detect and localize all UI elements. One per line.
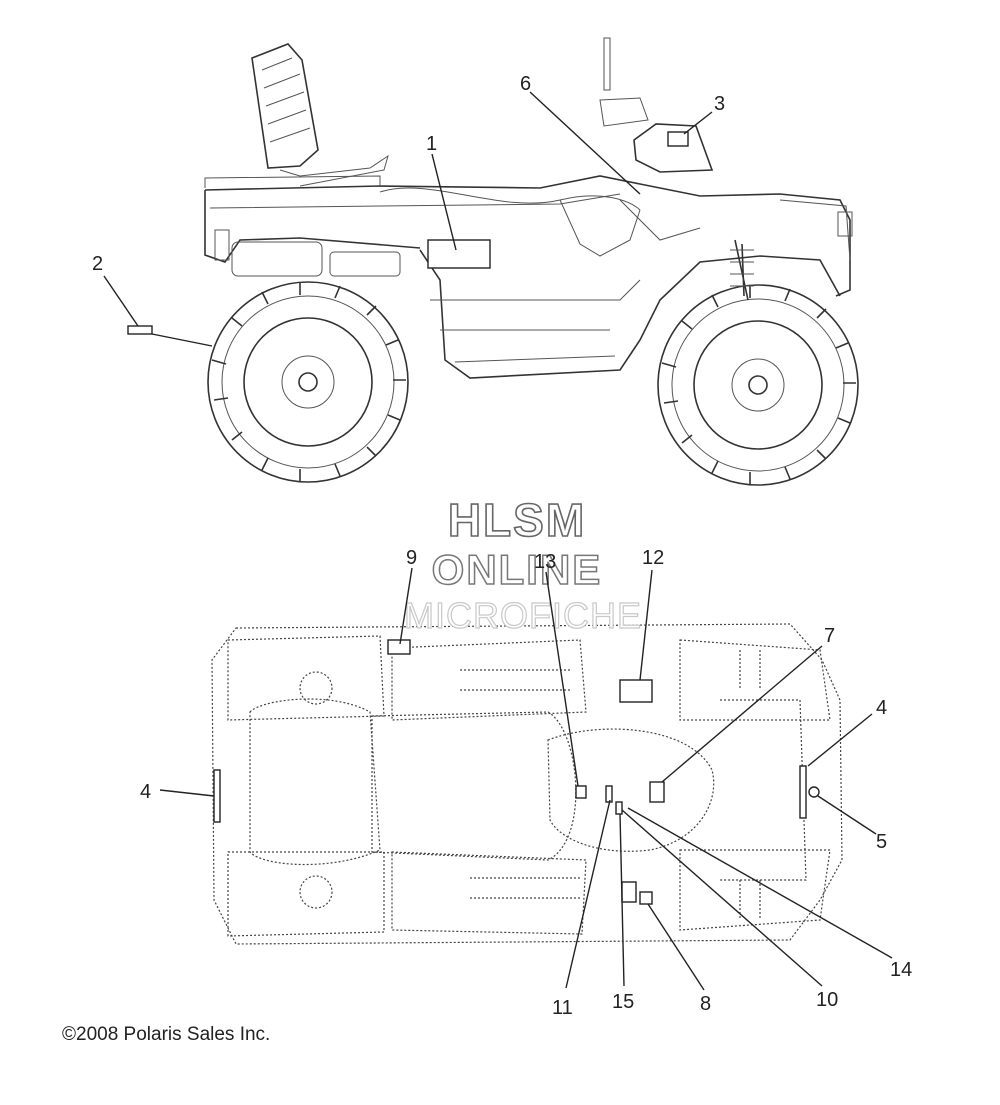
decal-3-pod — [667, 131, 689, 147]
callout-labels: 1 2 3 4 4 5 6 7 8 9 10 11 12 13 14 15 — [92, 73, 912, 1019]
callout-2: 2 — [92, 253, 103, 275]
decal-12 — [619, 679, 653, 703]
callout-4-right: 4 — [876, 697, 887, 719]
callout-11: 11 — [552, 997, 573, 1019]
watermark-line-2: ONLINE — [432, 546, 603, 593]
decal-13 — [575, 785, 587, 799]
watermark-line-3: MICROFICHE — [404, 595, 642, 636]
callout-1: 1 — [426, 133, 437, 155]
callout-10: 10 — [816, 989, 838, 1011]
atv-top-view — [211, 623, 843, 945]
callout-4-left: 4 — [140, 781, 151, 803]
decal-4-front — [799, 765, 807, 819]
decal-2 — [127, 325, 153, 335]
callout-7: 7 — [824, 625, 835, 647]
front-wheel — [657, 284, 859, 486]
decal-5 — [808, 786, 820, 798]
callout-12: 12 — [642, 547, 664, 569]
decal-1-side — [427, 239, 491, 269]
callout-8: 8 — [700, 993, 711, 1015]
copyright-notice: ©2008 Polaris Sales Inc. — [62, 1024, 271, 1045]
callout-13: 13 — [534, 551, 556, 573]
callout-3: 3 — [714, 93, 725, 115]
rear-wheel — [207, 281, 409, 483]
decal-11 — [605, 785, 613, 803]
callout-14: 14 — [890, 959, 912, 981]
callout-6: 6 — [520, 73, 531, 95]
callout-5: 5 — [876, 831, 887, 853]
decal-15-lower — [621, 881, 637, 903]
decal-7 — [649, 781, 665, 803]
atv-side-view — [127, 37, 859, 486]
watermark: HLSM ONLINE MICROFICHE — [403, 493, 642, 636]
decal-4-rear — [213, 769, 221, 823]
decal-15 — [615, 801, 623, 815]
watermark-line-1: HLSM — [448, 494, 586, 546]
callout-15: 15 — [612, 991, 634, 1013]
decal-9 — [387, 639, 411, 655]
atv-body — [204, 37, 853, 379]
leader-lines — [103, 91, 893, 991]
decal-8 — [639, 891, 653, 905]
callout-9: 9 — [406, 547, 417, 569]
